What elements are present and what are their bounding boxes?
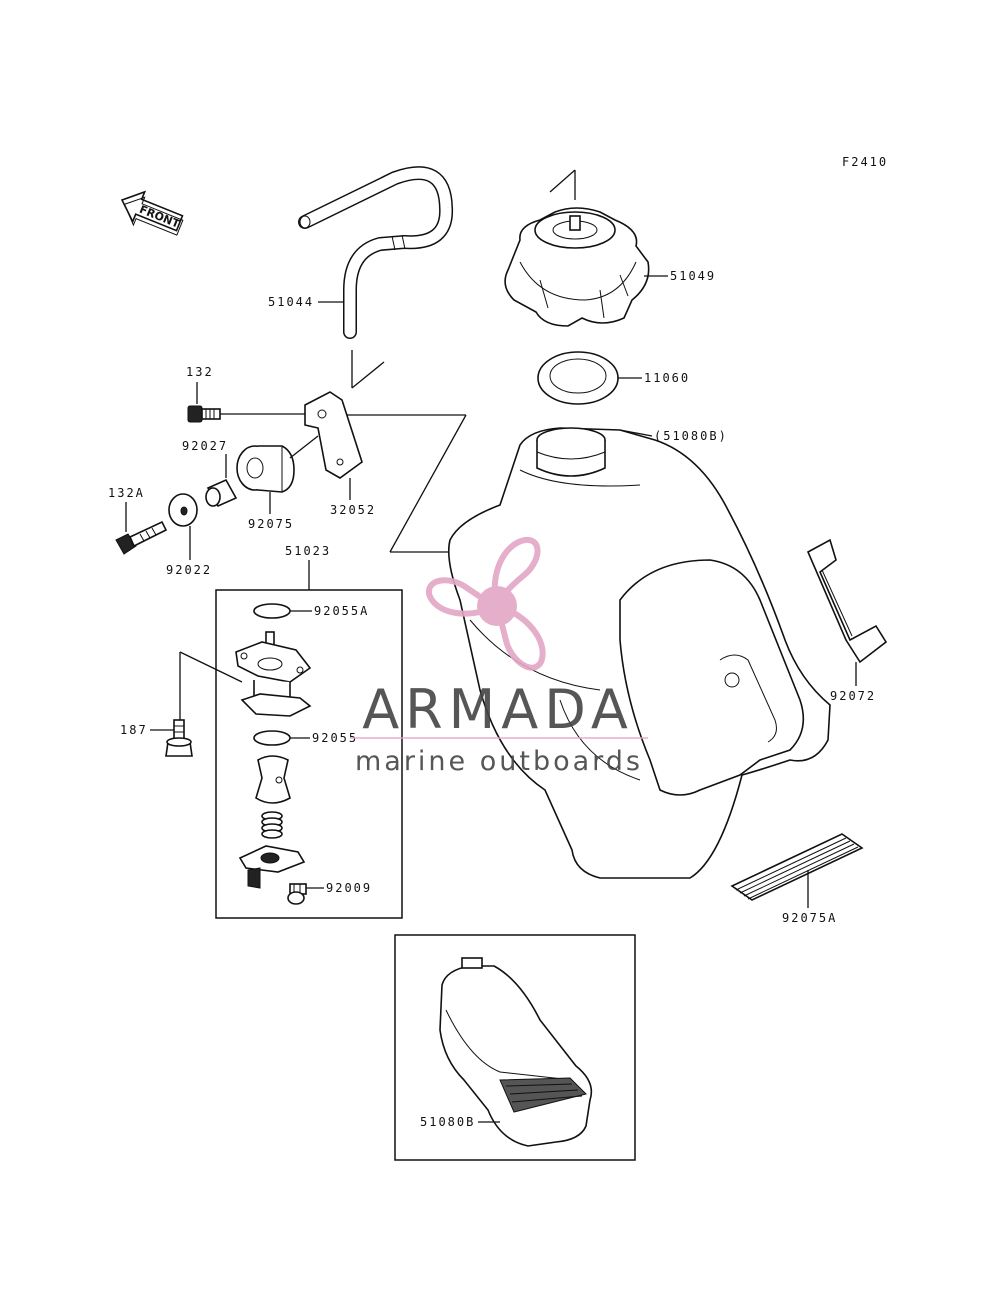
label-92009: 92009 bbox=[326, 881, 372, 895]
label-51023: 51023 bbox=[285, 544, 331, 558]
fuel-tank bbox=[447, 427, 831, 879]
label-92027: 92027 bbox=[182, 439, 228, 453]
bolt-132 bbox=[187, 405, 221, 423]
label-132: 132 bbox=[186, 365, 214, 379]
label-51044: 51044 bbox=[268, 295, 314, 309]
label-51049: 51049 bbox=[670, 269, 716, 283]
label-132a: 132A bbox=[108, 486, 145, 500]
label-92072: 92072 bbox=[830, 689, 876, 703]
figure-code: F2410 bbox=[842, 155, 888, 169]
watermark-brand: ARMADA bbox=[362, 678, 634, 741]
watermark-tagline: marine outboards bbox=[355, 746, 643, 777]
tank-inset bbox=[439, 957, 593, 1147]
fuel-cock-body bbox=[235, 631, 312, 717]
label-92075: 92075 bbox=[248, 517, 294, 531]
label-51080b-ref: (51080B) bbox=[654, 429, 728, 443]
inset-box bbox=[394, 934, 636, 1161]
pad-92075a bbox=[730, 833, 864, 901]
o-ring-92055a bbox=[253, 603, 291, 619]
label-92055: 92055 bbox=[312, 731, 358, 745]
bolt-187 bbox=[165, 719, 193, 757]
watermark: ARMADA marine outboards bbox=[350, 536, 648, 777]
fuel-cock-box bbox=[215, 589, 403, 919]
label-11060: 11060 bbox=[644, 371, 690, 385]
label-32052: 32052 bbox=[330, 503, 376, 517]
collar-92027 bbox=[205, 478, 238, 508]
bracket-32052 bbox=[304, 391, 363, 479]
front-arrow-icon: FRONT bbox=[120, 190, 184, 236]
washer-92022 bbox=[168, 493, 198, 527]
propeller-logo-icon bbox=[426, 536, 546, 671]
breather-hose bbox=[298, 166, 454, 339]
label-92075a: 92075A bbox=[782, 911, 837, 925]
strap-92072 bbox=[806, 538, 888, 664]
fuel-cap bbox=[504, 169, 650, 327]
o-ring-92055 bbox=[253, 730, 291, 746]
label-92022: 92022 bbox=[166, 563, 212, 577]
label-51080b: 51080B bbox=[420, 1115, 475, 1129]
cock-plunger bbox=[255, 755, 291, 804]
cock-lever-plate bbox=[238, 845, 306, 889]
bolt-132a bbox=[115, 520, 168, 555]
screw-92009 bbox=[287, 883, 307, 905]
label-92055a: 92055A bbox=[314, 604, 369, 618]
label-187: 187 bbox=[120, 723, 148, 737]
damper-92075 bbox=[236, 435, 319, 493]
cap-gasket bbox=[537, 351, 619, 405]
cock-spring bbox=[261, 811, 283, 839]
